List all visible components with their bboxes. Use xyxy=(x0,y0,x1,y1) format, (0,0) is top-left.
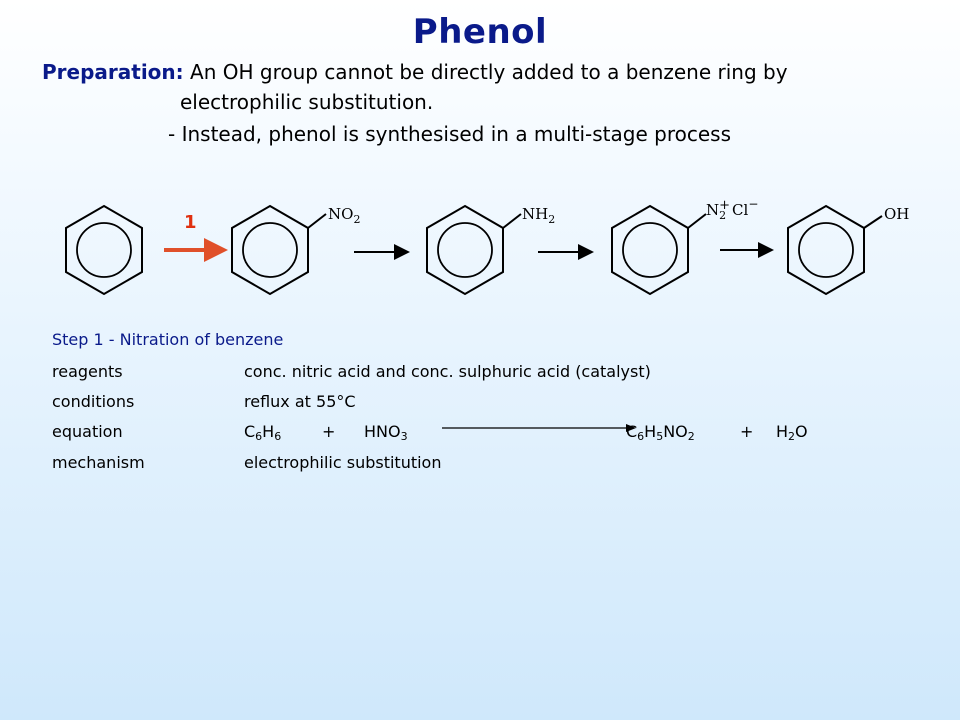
product-nitrobenzene: C6H5NO2 xyxy=(626,422,695,443)
nh2-label: NH2 xyxy=(522,205,555,226)
phenylamine-ring xyxy=(426,204,522,296)
reactant-nitric-acid: HNO3 xyxy=(364,422,408,443)
reagents-row: reagents conc. nitric acid and conc. sulp… xyxy=(52,362,651,381)
reactant-benzene: C6H6 xyxy=(244,422,282,443)
preparation-line-2: electrophilic substitution. xyxy=(180,90,434,114)
benzene-ring xyxy=(65,204,143,296)
mechanism-row: mechanism electrophilic substitution xyxy=(52,453,441,472)
step-1-number: 1 xyxy=(184,212,197,233)
conditions-row: conditions reflux at 55°C xyxy=(52,392,356,411)
reagents-value: conc. nitric acid and conc. sulphuric ac… xyxy=(244,362,651,381)
plus-2: + xyxy=(740,422,754,441)
preparation-text-1: An OH group cannot be directly added to … xyxy=(190,60,788,84)
preparation-line-3: - Instead, phenol is synthesised in a mu… xyxy=(168,122,731,146)
mechanism-label: mechanism xyxy=(52,453,145,472)
reaction-scheme: 1 NO2 NH2 N2+Cl− OH xyxy=(65,197,909,296)
diazonium-label: N2+Cl− xyxy=(706,197,758,222)
preparation-label: Preparation: xyxy=(42,60,184,84)
page-title: Phenol xyxy=(412,12,548,52)
oh-label: OH xyxy=(884,205,909,223)
phenol-ring xyxy=(787,204,883,296)
no2-label: NO2 xyxy=(328,205,360,226)
nitrobenzene-ring xyxy=(231,204,327,296)
conditions-label: conditions xyxy=(52,392,135,411)
preparation-line-1: Preparation: An OH group cannot be direc… xyxy=(42,60,788,84)
step-1-title: Step 1 - Nitration of benzene xyxy=(52,330,284,349)
equation-row: equation C6H6 + HNO3 C6H5NO2 + H2O xyxy=(52,422,852,446)
reagents-label: reagents xyxy=(52,362,123,381)
plus-1: + xyxy=(322,422,336,441)
conditions-value: reflux at 55°C xyxy=(244,392,356,411)
equation-arrow xyxy=(442,424,636,432)
equation-label: equation xyxy=(52,422,123,441)
product-water: H2O xyxy=(776,422,808,443)
mechanism-value: electrophilic substitution xyxy=(244,453,442,472)
diazonium-ring xyxy=(611,204,707,296)
